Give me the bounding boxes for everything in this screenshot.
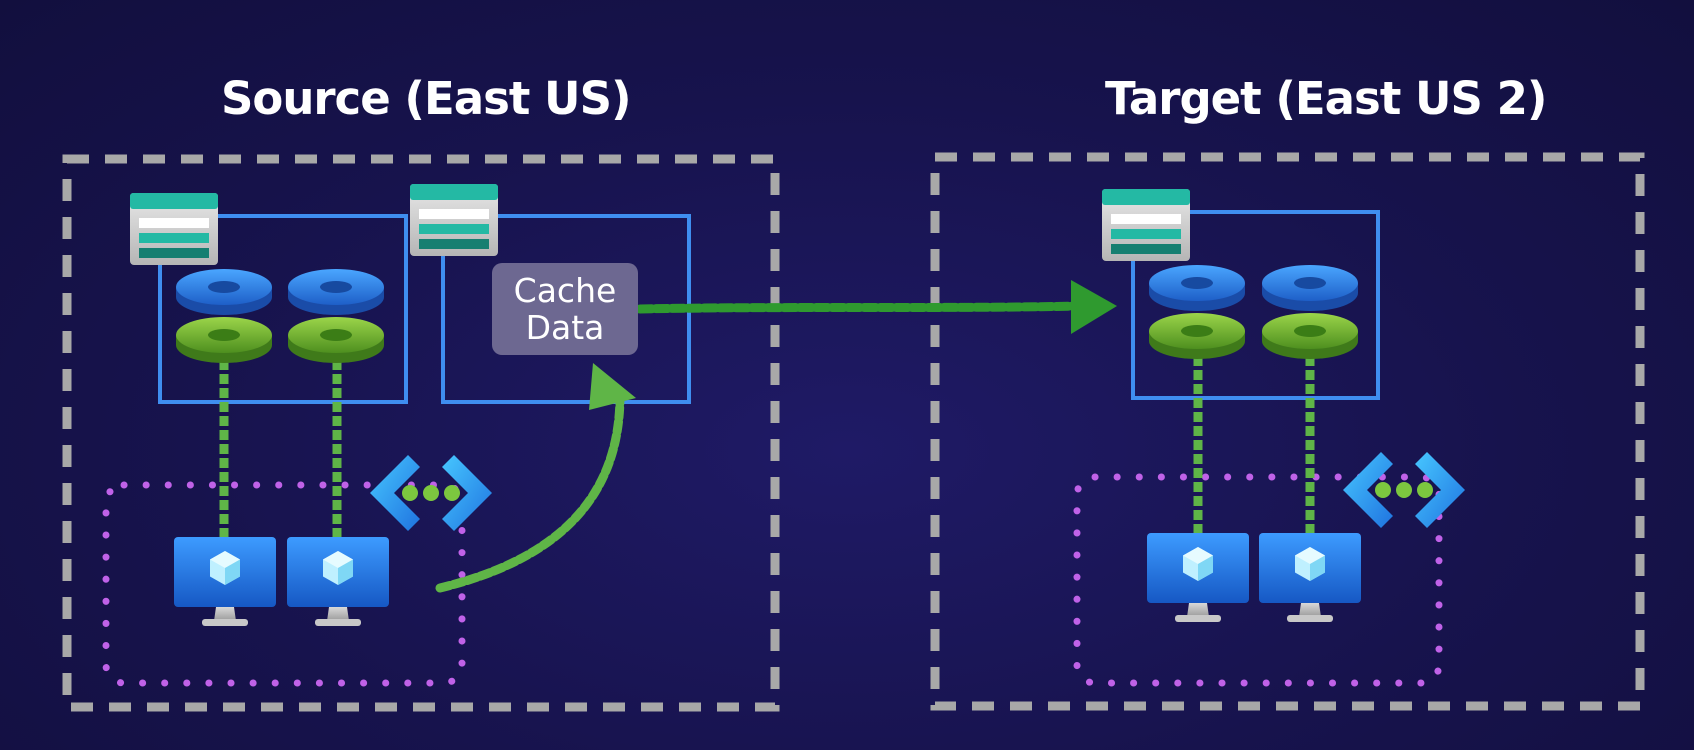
- cache-write-arrowhead: [589, 363, 636, 410]
- source-cache-storage-account-icon: [410, 184, 498, 256]
- source-virtual-machine-icon: [174, 537, 276, 626]
- source-region-border: [62, 154, 780, 712]
- source-storage-account-icon: [130, 193, 218, 265]
- target-virtual-network-icon: [1343, 452, 1465, 528]
- cache-data-box: Cache Data: [492, 263, 638, 355]
- target-disk-stack-icon: [1149, 265, 1245, 359]
- target-region-title: Target (East US 2): [1105, 72, 1547, 125]
- target-disk-cluster-border: [1131, 210, 1380, 400]
- cache-data-label-line2: Data: [525, 308, 605, 347]
- target-storage-account-icon: [1102, 189, 1190, 261]
- source-region-title: Source (East US): [221, 72, 632, 125]
- replication-arrowhead: [1071, 280, 1117, 334]
- source-virtual-machine-icon: [287, 537, 389, 626]
- target-region-border: [930, 152, 1645, 711]
- source-disk-stack-icon: [288, 269, 384, 363]
- cache-write-arrow: [435, 390, 625, 593]
- replication-arrow: [635, 301, 1083, 314]
- source-disk-stack-icon: [176, 269, 272, 363]
- source-virtual-network-icon: [370, 455, 492, 531]
- target-virtual-machine-icon: [1147, 533, 1249, 622]
- source-disk-cluster-border: [158, 214, 408, 404]
- cache-data-label-line1: Cache: [513, 271, 617, 310]
- target-disk-stack-icon: [1262, 265, 1358, 359]
- target-virtual-machine-icon: [1259, 533, 1361, 622]
- target-vnet-border: [1073, 473, 1443, 687]
